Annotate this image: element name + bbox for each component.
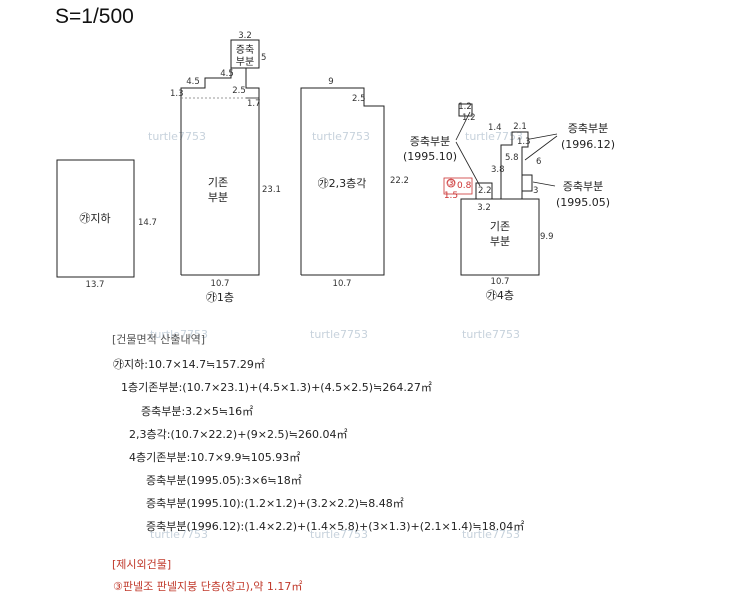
floor4-dim-10: 3 [533, 186, 538, 196]
floor1-ext-height-dim: 5 [261, 53, 266, 63]
watermark: turtle7753 [150, 328, 208, 341]
floor4-body-label-1: 기존 [490, 220, 510, 233]
floor1-width-dim: 10.7 [211, 279, 230, 289]
floor1-ext-label-1: 증축 [236, 44, 254, 56]
floor4-dim-2: 1.2 [462, 113, 476, 123]
floor1-body-label-2: 부분 [208, 191, 228, 204]
floor4-width-dim: 10.7 [491, 277, 510, 287]
floor1-body-label-1: 기존 [208, 176, 228, 189]
floor1-height-dim: 23.1 [262, 185, 281, 195]
watermark: turtle7753 [148, 130, 206, 143]
floor23-step-dim: 2.5 [352, 94, 366, 104]
floor1-plan: 증축 부분 3.2 5 4.5 4.5 1.3 2.5 1.7 기존 부분 23… [170, 31, 281, 304]
floor1-ext-width-dim: 3.2 [238, 31, 252, 41]
floor1-step2-dim: 4.5 [220, 69, 234, 79]
floor4-dim-3: 1.4 [488, 123, 502, 133]
annex-dim-1: 0.8 [457, 181, 472, 191]
ext-1996-12-name: 증축부분 [568, 122, 608, 135]
floor4-dim-7: 6 [536, 157, 541, 167]
ext-1995-10-date: (1995.10) [403, 150, 457, 163]
floor23-height-dim: 22.2 [390, 176, 409, 186]
floor1-left-height-dim: 1.3 [170, 89, 184, 99]
floor4-dim-9: 2.2 [478, 186, 492, 196]
floor23-top-dim: 9 [328, 77, 333, 87]
watermark: turtle7753 [312, 130, 370, 143]
floor4-body-label-2: 부분 [490, 235, 510, 248]
watermark: turtle7753 [462, 528, 520, 541]
floor4-dim-11: 3.2 [477, 203, 491, 213]
floor4-dim-1: 1.2 [458, 102, 472, 112]
watermark: turtle7753 [310, 328, 368, 341]
annex-dim-2: 1.5 [444, 191, 458, 201]
basement-width-dim: 13.7 [86, 280, 105, 290]
basement-plan: ㉮지하 14.7 13.7 [56, 159, 157, 290]
annex-mark: ③ [447, 179, 455, 189]
floor1-step-height-dim: 2.5 [232, 86, 246, 96]
floor1-right-height-dim: 1.7 [247, 99, 261, 109]
floor4-title: ㉮4층 [486, 289, 514, 302]
ext-1995-05-date: (1995.05) [556, 196, 610, 209]
watermark: turtle7753 [310, 528, 368, 541]
floor23-plan: 9 2.5 ㉮2,3층각 22.2 10.7 [300, 77, 409, 289]
basement-label: ㉮지하 [79, 211, 110, 225]
watermark: turtle7753 [465, 130, 523, 143]
watermark: turtle7753 [462, 328, 520, 341]
floor1-ext-label-2: 부분 [236, 56, 254, 68]
ext-1995-05-name: 증축부분 [563, 180, 603, 193]
floor1-title: ㉮1층 [206, 291, 234, 304]
ext-1996-12-date: (1996.12) [561, 138, 615, 151]
floor4-dim-8: 1.3 [517, 137, 531, 147]
floor1-step1-dim: 4.5 [186, 77, 200, 87]
ext-1995-10-name: 증축부분 [410, 135, 450, 148]
floor4-dim-4: 2.1 [513, 122, 527, 132]
basement-height-dim: 14.7 [138, 218, 157, 228]
watermark: turtle7753 [150, 528, 208, 541]
scale-label: S=1/500 [55, 5, 134, 28]
watermarks: turtle7753 turtle7753 turtle7753 turtle7… [148, 130, 523, 541]
floor4-dim-6: 5.8 [505, 153, 519, 163]
floor23-label: ㉮2,3층각 [318, 177, 367, 190]
floor4-dim-5: 3.8 [491, 165, 505, 175]
floor4-height-dim: 9.9 [540, 232, 554, 242]
floor23-width-dim: 10.7 [333, 279, 352, 289]
floor4-plan: 기존 부분 9.9 10.7 ㉮4층 1.2 1.2 1.4 2.1 3.8 5… [403, 102, 615, 302]
